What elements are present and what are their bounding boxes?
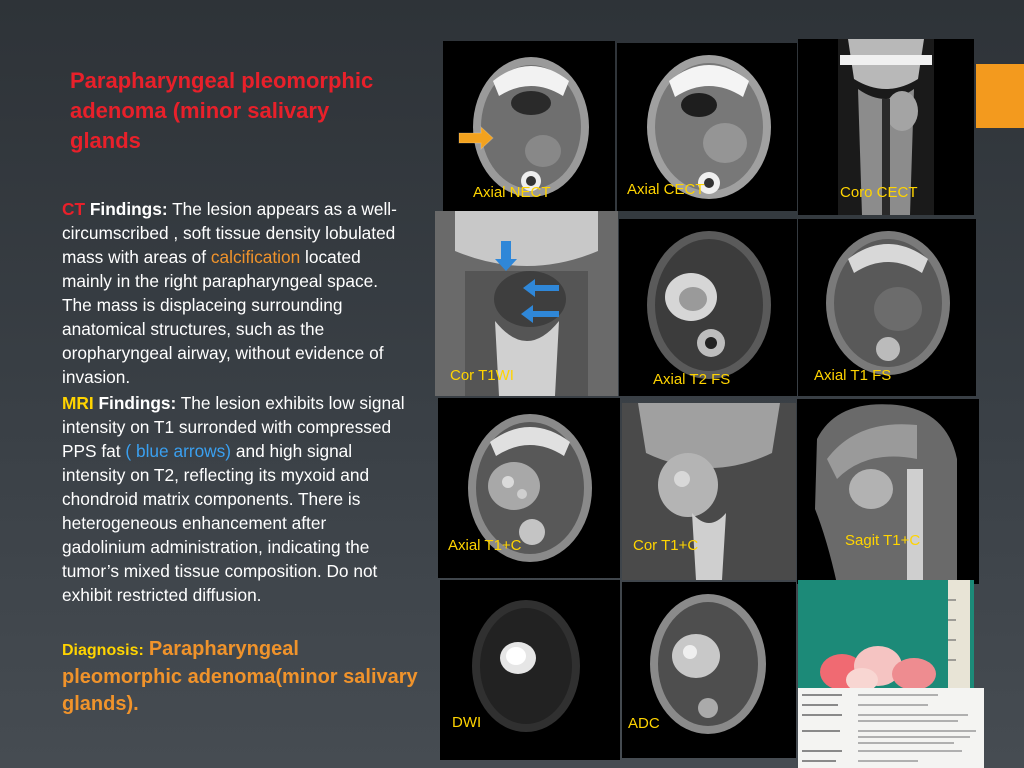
image-sagit-t1c: Sagit T1+C — [797, 399, 979, 584]
ct-text-2: located mainly in the right parapharynge… — [62, 247, 384, 387]
coro-cect-scan — [838, 39, 934, 215]
label-cor-t1wi: Cor T1WI — [450, 367, 514, 384]
mri-label: MRI — [62, 393, 94, 413]
dwi-scan — [472, 600, 580, 732]
image-axial-t1c: Axial T1+C — [438, 398, 620, 578]
accent-tab — [976, 64, 1024, 128]
label-axial-t1c: Axial T1+C — [448, 537, 522, 554]
mri-findings: MRI Findings: The lesion exhibits low si… — [62, 391, 410, 607]
label-sagit-t1c: Sagit T1+C — [845, 532, 921, 549]
findings-text: CT Findings: The lesion appears as a wel… — [62, 197, 410, 607]
report-line — [858, 704, 928, 706]
label-axial-t2fs: Axial T2 FS — [653, 371, 731, 388]
mri-text-1: The lesion exhibits low signal intensity… — [62, 393, 405, 461]
ct-findings: CT Findings: The lesion appears as a wel… — [62, 197, 410, 389]
report-line — [858, 750, 962, 752]
image-adc: ADC — [622, 582, 796, 758]
label-axial-cect: Axial CECT — [627, 181, 705, 198]
report-line — [858, 736, 970, 738]
image-axial-nect: Axial NECT — [443, 41, 615, 211]
report-line — [858, 730, 976, 732]
ct-text-1: The lesion appears as a well-circumscrib… — [62, 199, 397, 267]
adc-scan — [650, 594, 766, 734]
sagit-t1c-scan — [815, 404, 957, 584]
label-axial-t1fs: Axial T1 FS — [814, 367, 892, 384]
mri-findings-label: Findings: — [98, 393, 177, 413]
diagnosis: Diagnosis: Parapharyngeal pleomorphic ad… — [62, 636, 422, 718]
report-line — [802, 760, 836, 762]
blue-arrow-icons — [495, 241, 559, 323]
axial-cect-scan — [647, 55, 771, 199]
report-line — [858, 760, 918, 762]
report-line — [802, 694, 842, 696]
orange-arrow-icon — [458, 125, 494, 151]
label-coro-cect: Coro CECT — [840, 184, 918, 201]
image-cor-t1c: Cor T1+C — [622, 403, 796, 580]
image-dwi: DWI — [440, 580, 620, 760]
image-axial-cect: Axial CECT — [617, 43, 797, 211]
axial-nect-scan — [473, 57, 589, 197]
report-line — [802, 730, 840, 732]
slide-title: Parapharyngeal pleomorphic adenoma (mino… — [70, 68, 374, 153]
report-line — [858, 714, 968, 716]
image-axial-t1fs: Axial T1 FS — [798, 219, 976, 396]
image-coro-cect: Coro CECT — [798, 39, 974, 215]
cor-t1wi-scan — [435, 211, 618, 396]
image-cor-t1wi: Cor T1WI — [435, 211, 618, 396]
report-line — [802, 750, 842, 752]
report-line — [858, 720, 958, 722]
mri-text-2: and high signal intensity on T2, reflect… — [62, 441, 378, 605]
report-line — [802, 714, 842, 716]
ct-calcification-highlight: calcification — [210, 247, 301, 267]
report-line — [802, 704, 838, 706]
specimen-drawing — [820, 580, 970, 692]
image-axial-t2fs: Axial T2 FS — [619, 219, 797, 396]
axial-t1c-scan — [468, 414, 592, 562]
ct-findings-label: Findings: — [89, 199, 168, 219]
label-dwi: DWI — [452, 714, 482, 731]
report-line — [858, 742, 954, 744]
mri-blue-arrows-highlight: ( blue arrows) — [125, 441, 232, 461]
axial-t2fs-scan — [647, 231, 771, 379]
report-line — [858, 694, 938, 696]
pathology-report — [798, 688, 984, 768]
cor-t1c-scan — [622, 403, 796, 580]
diagnosis-label: Diagnosis: — [62, 642, 144, 659]
ct-label: CT — [62, 199, 86, 219]
diagnosis-text: Parapharyngeal pleomorphic adenoma(minor… — [62, 638, 418, 715]
label-adc: ADC — [628, 715, 660, 732]
label-axial-nect: Axial NECT — [473, 184, 551, 201]
axial-t1fs-scan — [826, 231, 950, 375]
label-cor-t1c: Cor T1+C — [633, 537, 699, 554]
